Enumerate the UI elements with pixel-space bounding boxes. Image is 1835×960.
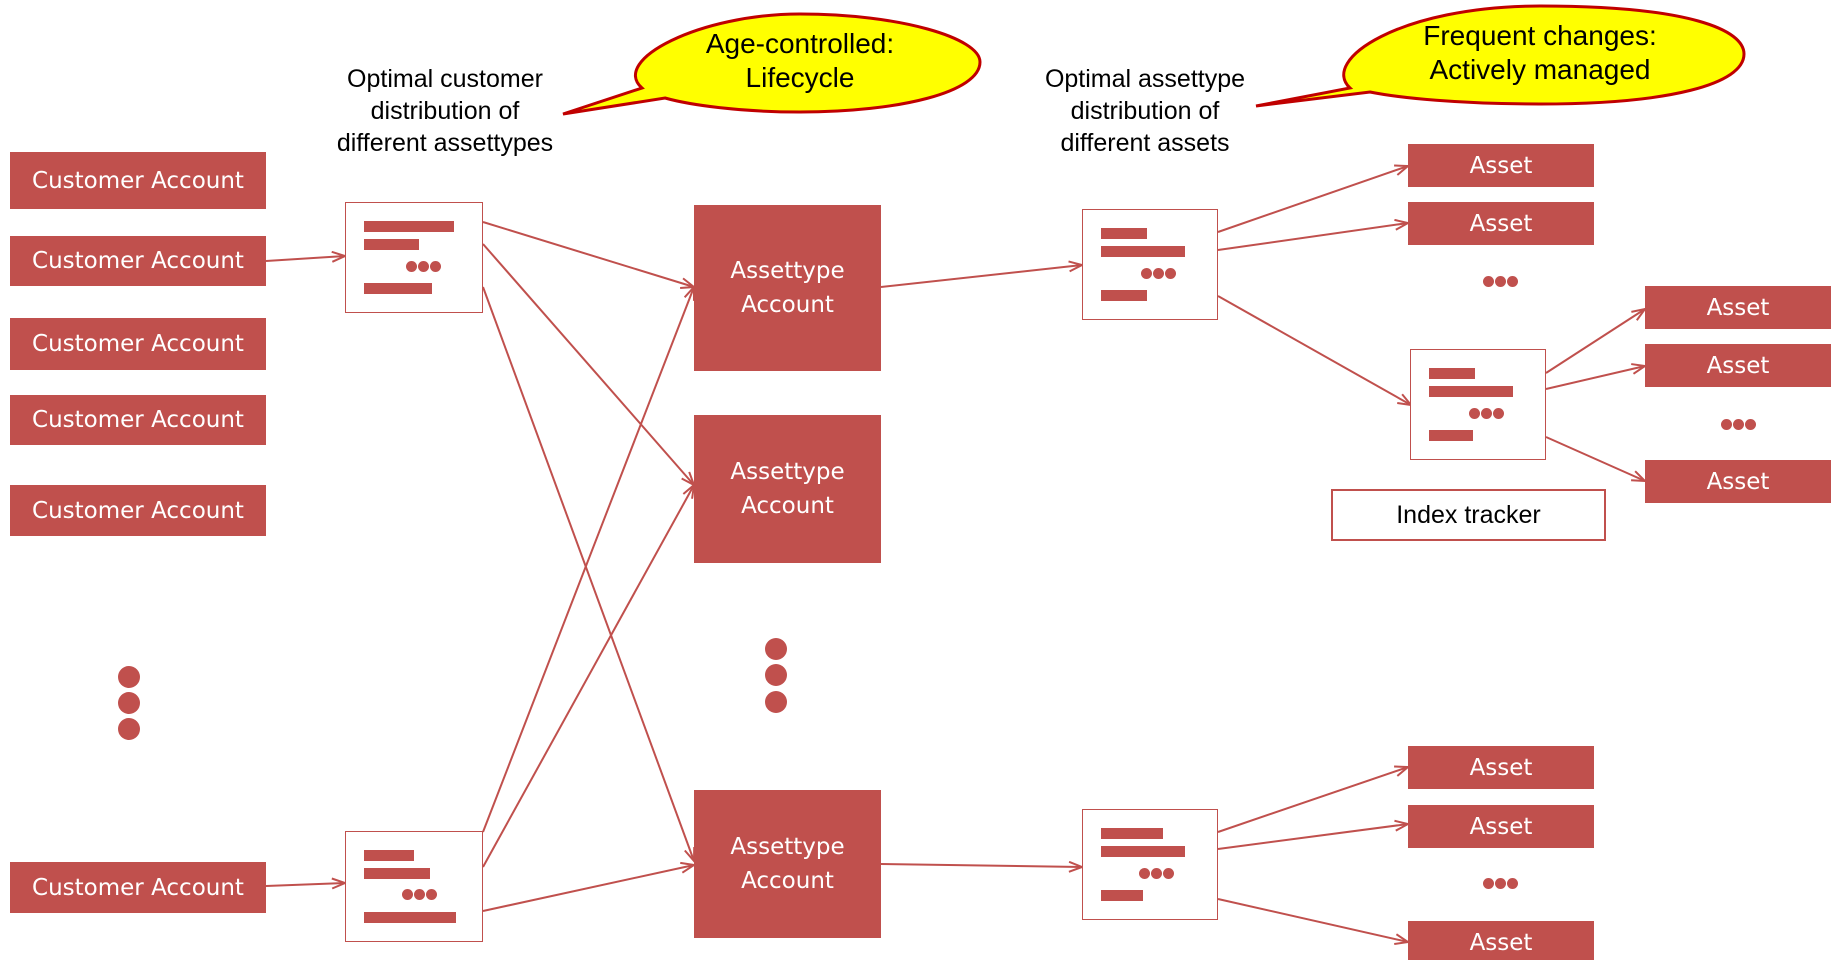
connector [482, 221, 694, 287]
asset-node[interactable]: Asset [1645, 344, 1831, 387]
allocation-chart-icon [345, 202, 483, 313]
connector [1217, 295, 1411, 405]
customer-account-node[interactable]: Customer Account [10, 318, 266, 370]
connector [265, 883, 345, 886]
assettype-account-node[interactable]: Assettype Account [694, 205, 881, 371]
connector [1217, 767, 1408, 833]
connector [1217, 898, 1408, 942]
callout-right [1255, 4, 1746, 108]
customer-account-node[interactable]: Customer Account [10, 485, 266, 536]
ellipsis-icon [1483, 276, 1520, 288]
connector [880, 265, 1082, 288]
asset-node[interactable]: Asset [1645, 286, 1831, 329]
asset-node[interactable]: Asset [1408, 144, 1594, 187]
callout-left-text: Age-controlled: Lifecycle [705, 28, 895, 93]
allocation-chart-icon [1082, 809, 1218, 920]
connector [482, 865, 694, 912]
allocation-chart-icon [1082, 209, 1218, 320]
customer-account-node[interactable]: Customer Account [10, 152, 266, 209]
connector [482, 287, 694, 833]
allocation-chart-icon [1410, 349, 1546, 460]
connector [482, 485, 694, 868]
connector [1545, 309, 1645, 374]
connector [880, 864, 1082, 867]
connector [1217, 166, 1408, 233]
allocation-chart-icon [345, 831, 483, 942]
customer-account-node[interactable]: Customer Account [10, 862, 266, 913]
index-tracker-label: Index tracker [1331, 489, 1606, 541]
customer-distribution-label: Optimal customer distribution of differe… [336, 65, 554, 157]
assettype-account-node[interactable]: Assettype Account [694, 790, 881, 938]
connector [1217, 223, 1408, 251]
callout-right-text: Frequent changes: Actively managed [1423, 20, 1657, 85]
customer-account-node[interactable]: Customer Account [10, 395, 266, 445]
ellipsis-icon [1483, 878, 1520, 890]
connector [482, 286, 694, 861]
asset-node[interactable]: Asset [1408, 921, 1594, 960]
connector [265, 256, 345, 261]
connector [1217, 824, 1408, 850]
callout-left [562, 12, 982, 116]
connector [482, 243, 694, 485]
connector [1545, 366, 1645, 390]
customer-account-node[interactable]: Customer Account [10, 236, 266, 286]
asset-node[interactable]: Asset [1645, 460, 1831, 503]
asset-node[interactable]: Asset [1408, 805, 1594, 848]
asset-node[interactable]: Asset [1408, 202, 1594, 245]
assettype-distribution-label: Optimal assettype distribution of differ… [1044, 65, 1246, 157]
assettype-account-node[interactable]: Assettype Account [694, 415, 881, 563]
asset-node[interactable]: Asset [1408, 746, 1594, 789]
ellipsis-icon [1721, 419, 1758, 431]
connector [1545, 436, 1645, 481]
